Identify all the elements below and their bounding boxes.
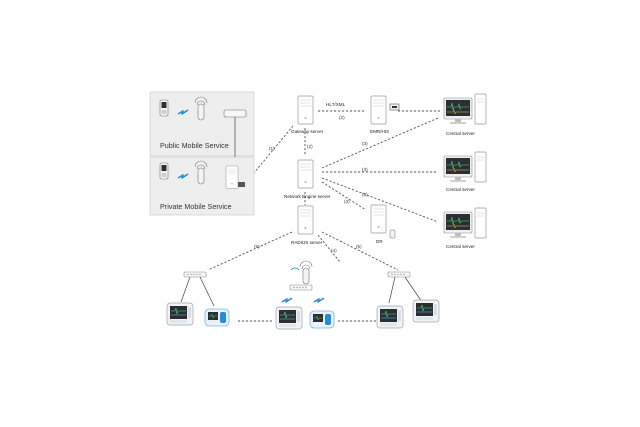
- center-wireless-cluster: [275, 260, 335, 330]
- switch-drop-left-2: [199, 276, 215, 307]
- link-number-labels: (1) (2) (2) (3) (3) (3) (3) (4) (5) (5): [254, 115, 368, 253]
- link-engine-to-central-3: [321, 177, 439, 223]
- telemetry-device-icon: [309, 310, 335, 329]
- wireless-signal-icon: [281, 297, 293, 303]
- plug-icon: [238, 182, 245, 187]
- emr-his-label: EMR/HIS: [370, 129, 389, 134]
- switch-drop-right-2: [404, 276, 423, 303]
- link-radius-to-access-point: [317, 234, 341, 263]
- gateway-server-label: Gateway server: [291, 129, 324, 134]
- link-label-3-mid: (3): [362, 167, 368, 172]
- central-server-3: Central server: [443, 207, 487, 249]
- central-station-monitor-icon: [443, 93, 487, 125]
- radius-server: RADIUS server: [291, 205, 323, 245]
- central-station-monitor-icon: [443, 207, 487, 239]
- emr-his-server: EMR/HIS: [370, 95, 400, 134]
- private-mobile-service-panel: Private Mobile Service: [149, 156, 255, 216]
- link-label-5-right: (5): [356, 244, 362, 249]
- server-tower-icon: [297, 95, 314, 125]
- phone-icon: [159, 162, 169, 180]
- patient-monitor-icon: [166, 302, 194, 326]
- switch-drop-left-1: [180, 276, 191, 303]
- central-server-label: Central server: [446, 187, 475, 192]
- printer-slot: [392, 106, 397, 108]
- link-label-4: (4): [331, 248, 337, 253]
- wireless-signal-icon: [313, 297, 325, 303]
- network-switch-icon: [289, 284, 313, 291]
- left-device-cluster: [166, 271, 230, 327]
- link-radius-to-left-switch: [207, 231, 293, 271]
- dr-label: DR: [376, 239, 383, 244]
- protocol-label: HL7/XML: [326, 102, 346, 107]
- dr-server: DR: [370, 204, 396, 244]
- link-engine-to-central-1: [321, 117, 439, 169]
- radius-server-label: RADIUS server: [291, 240, 323, 245]
- link-label-3-dr: (3): [344, 199, 350, 204]
- telemetry-device-icon: [204, 308, 230, 327]
- link-radius-to-right-switch: [321, 231, 399, 271]
- central-server-2: Central server: [443, 151, 487, 192]
- network-links: [207, 110, 440, 322]
- server-tower-icon: [225, 165, 239, 189]
- disk-icon: [389, 229, 396, 239]
- network-switch-icon: [183, 271, 207, 278]
- switch-drop-right-1: [388, 276, 396, 304]
- server-tower-icon: [297, 205, 314, 235]
- link-label-1: (1): [269, 146, 275, 151]
- right-device-cluster: [376, 271, 440, 329]
- central-server-1: Central server: [443, 93, 487, 136]
- network-engine-label: Network Engine server: [284, 194, 331, 199]
- phone-icon: [159, 99, 169, 117]
- patient-monitor-icon: [275, 306, 303, 330]
- public-service-label: Public Mobile Service: [160, 141, 229, 150]
- link-label-2-emr: (2): [339, 115, 345, 120]
- public-mobile-service-panel: Public Mobile Service: [149, 91, 255, 165]
- wireless-signal-icon: [290, 267, 300, 271]
- gateway-server: Gateway server: [291, 95, 324, 134]
- central-station-monitor-icon: [443, 151, 487, 183]
- link-engine-to-dr: [321, 181, 367, 211]
- link-label-3-bottom: (3): [362, 192, 368, 197]
- server-tower-icon: [370, 95, 387, 125]
- wireless-access-point-icon: [299, 260, 313, 285]
- network-switch-icon: [387, 271, 411, 278]
- server-tower-icon: [370, 204, 387, 234]
- patient-monitor-icon: [412, 299, 440, 323]
- link-label-5-left: (5): [254, 244, 260, 249]
- network-engine-server: Network Engine server: [284, 159, 331, 199]
- server-tower-icon: [297, 159, 314, 189]
- patient-monitor-icon: [376, 305, 404, 329]
- central-server-label: Central server: [446, 131, 475, 136]
- private-service-label: Private Mobile Service: [160, 202, 232, 211]
- router-icon: [223, 109, 247, 118]
- link-label-2-engine: (2): [307, 144, 313, 149]
- central-server-label: Central server: [446, 244, 475, 249]
- link-label-3-top: (3): [362, 141, 368, 146]
